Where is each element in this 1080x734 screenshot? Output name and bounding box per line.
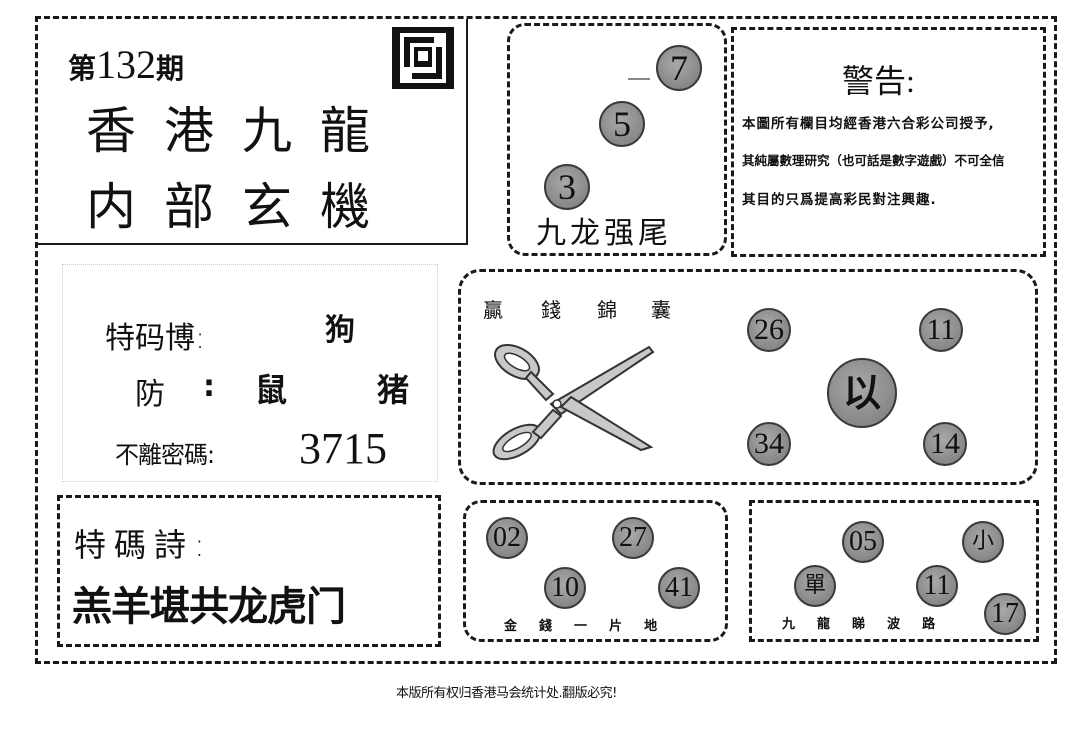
tail-caption: 九龙强尾 (536, 216, 672, 251)
code-value: 3715 (299, 424, 387, 473)
ball: 27 (612, 517, 654, 559)
ball: 41 (658, 567, 700, 609)
ball: 14 (923, 422, 967, 466)
heading-char: 錢 (541, 298, 561, 322)
ball: 02 (486, 517, 528, 559)
guard-label: 防 (135, 377, 165, 412)
heading-char: 贏 (483, 298, 503, 322)
warning-line-3: 其目的只爲提高彩民對注興趣. (742, 192, 937, 208)
poem-label: 特碼詩: (74, 526, 213, 564)
gold-caption: 金錢一片地 (504, 619, 658, 634)
square-spiral-logo-icon (390, 25, 456, 91)
scissors-box: 贏 錢 錦 囊 26 11 34 14 以 (458, 269, 1038, 485)
ball: 小 (962, 521, 1004, 563)
ball: 05 (842, 521, 884, 563)
scissors-icon (491, 342, 661, 462)
heading-char: 囊 (651, 298, 671, 322)
warning-line-1: 本圖所有欄目均經香港六合彩公司授予, (742, 116, 995, 132)
poem-box: 特碼詩: 羔羊堪共龙虎门 (57, 495, 441, 647)
footer-copyright: 本版所有权归香港马会统计处.翻版必究! (396, 686, 617, 701)
ball: 3 (544, 164, 590, 210)
special-value: 狗 (325, 313, 355, 348)
heading-char: 錦 (597, 298, 617, 322)
wave-caption: 九龍睇波路 (782, 617, 936, 632)
ball: 26 (747, 308, 791, 352)
ball: 7 (656, 45, 702, 91)
guard-value-1: 鼠 (255, 371, 288, 409)
ball: 34 (747, 422, 791, 466)
title-line-1: 香港九龍 (86, 102, 398, 160)
gold-box: 02 27 10 41 金錢一片地 (463, 500, 728, 642)
ball: 單 (794, 565, 836, 607)
wave-box: 05 小 單 11 17 九龍睇波路 (749, 500, 1039, 642)
ball: 11 (916, 565, 958, 607)
tail-box: 7 5 3 九龙强尾 (507, 23, 727, 256)
code-label: 不離密碼: (115, 441, 215, 469)
guard-value-2: 猪 (377, 371, 410, 409)
title-box: 第132期 香港九龍 内部玄機 (38, 19, 468, 245)
ball: 10 (544, 567, 586, 609)
warning-line-2: 其純屬數理研究（也可話是數字遊戲）不可全信 (742, 153, 1005, 168)
title-line-2: 内部玄機 (86, 178, 398, 236)
dash-mark (628, 78, 650, 80)
poem-text: 羔羊堪共龙虎门 (72, 584, 346, 630)
ball: 11 (919, 308, 963, 352)
ball: 5 (599, 101, 645, 147)
warning-box: 警告: 本圖所有欄目均經香港六合彩公司授予, 其純屬數理研究（也可話是數字遊戲）… (731, 27, 1046, 257)
special-label: 特码博: (105, 321, 206, 356)
center-ball: 以 (827, 358, 897, 428)
guard-colon: : (203, 369, 215, 404)
warning-title: 警告: (842, 63, 915, 99)
outer-frame (35, 16, 1057, 664)
special-code-box: 特码博: 狗 防 : 鼠 猪 不離密碼: 3715 (62, 264, 438, 482)
issue-number: 第132期 (68, 42, 185, 87)
ball: 17 (984, 593, 1026, 635)
